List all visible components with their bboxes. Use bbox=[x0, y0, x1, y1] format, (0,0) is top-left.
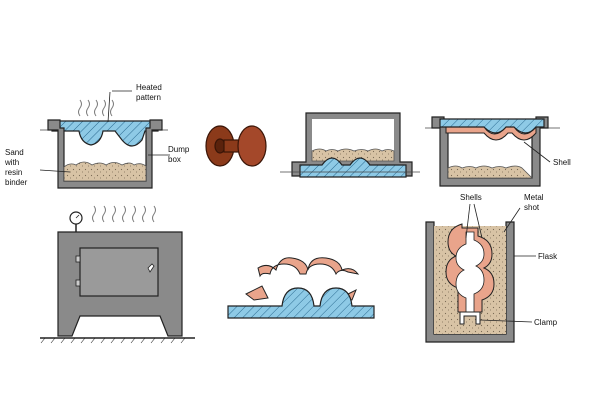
heat-waves-icon bbox=[78, 99, 114, 117]
label-sand-3: resin bbox=[5, 168, 22, 177]
floor-hatch bbox=[40, 337, 186, 344]
cast-part-icon bbox=[205, 125, 267, 167]
hinge-top bbox=[75, 255, 81, 263]
heated-pattern bbox=[51, 120, 159, 147]
step2-inverted-box bbox=[280, 112, 420, 178]
inverted-sand bbox=[311, 148, 395, 162]
label-shells: Shells bbox=[460, 193, 482, 202]
oven-door bbox=[79, 247, 159, 297]
label-sand-1: Sand bbox=[5, 148, 24, 157]
door-handle-icon bbox=[147, 263, 155, 273]
pattern-right bbox=[439, 118, 545, 134]
label-flask: Flask bbox=[538, 252, 558, 261]
sand-resin-binder bbox=[63, 161, 147, 182]
label-dump-box-1: Dump bbox=[168, 145, 190, 154]
label-shell: Shell bbox=[553, 158, 571, 167]
pressure-gauge-icon bbox=[69, 211, 83, 232]
stripped-shell-lower-left bbox=[245, 285, 269, 301]
step6-flask-assembly: Shells Metal shot Flask Clamp bbox=[425, 193, 558, 343]
label-clamp: Clamp bbox=[534, 318, 558, 327]
step3-shell-formed: Shell bbox=[425, 116, 571, 187]
label-sand-4: binder bbox=[5, 178, 28, 187]
sand-right bbox=[447, 165, 533, 179]
step4-curing-oven bbox=[40, 205, 195, 344]
label-heated-pattern-2: pattern bbox=[136, 93, 161, 102]
label-heated-pattern-1: Heated bbox=[136, 83, 162, 92]
step1-dump-box-assembly: Heated pattern Sand with resin binder Du… bbox=[4, 83, 190, 189]
label-metal-shot-2: shot bbox=[524, 203, 540, 212]
heat-waves-oven-icon bbox=[92, 205, 156, 223]
dump-box bbox=[47, 119, 163, 189]
step5-shell-stripped bbox=[227, 257, 375, 319]
stripped-shell bbox=[257, 257, 360, 278]
pattern-lower bbox=[227, 287, 375, 319]
label-dump-box-2: box bbox=[168, 155, 181, 164]
clamp-icon bbox=[459, 311, 481, 325]
label-metal-shot-1: Metal bbox=[524, 193, 544, 202]
label-sand-2: with bbox=[4, 158, 19, 167]
hinge-bottom bbox=[75, 279, 81, 287]
